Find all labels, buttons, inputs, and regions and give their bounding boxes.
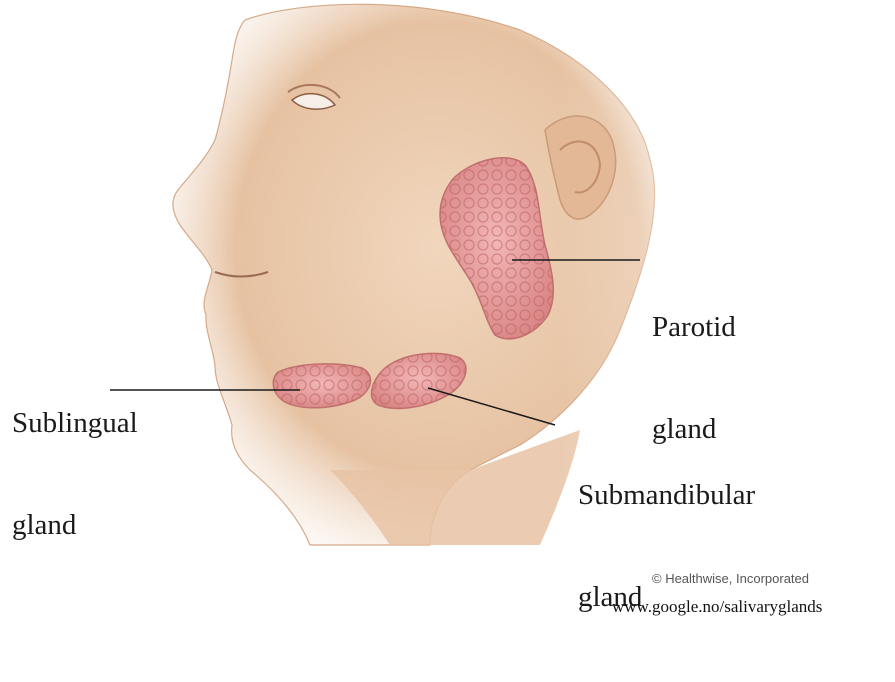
sublingual-label: Sublingual gland	[12, 338, 138, 610]
sublingual-label-line1: Sublingual	[12, 406, 138, 440]
sublingual-label-line2: gland	[12, 508, 138, 542]
source-url: www.google.no/salivaryglands	[612, 597, 822, 617]
copyright-text: © Healthwise, Incorporated	[652, 571, 809, 586]
submandibular-label: Submandibular gland	[578, 410, 755, 682]
submandibular-label-line1: Submandibular	[578, 478, 755, 512]
salivary-glands-illustration: Parotid gland Sublingual gland Submandib…	[0, 0, 895, 623]
parotid-label-line1: Parotid	[652, 310, 736, 344]
